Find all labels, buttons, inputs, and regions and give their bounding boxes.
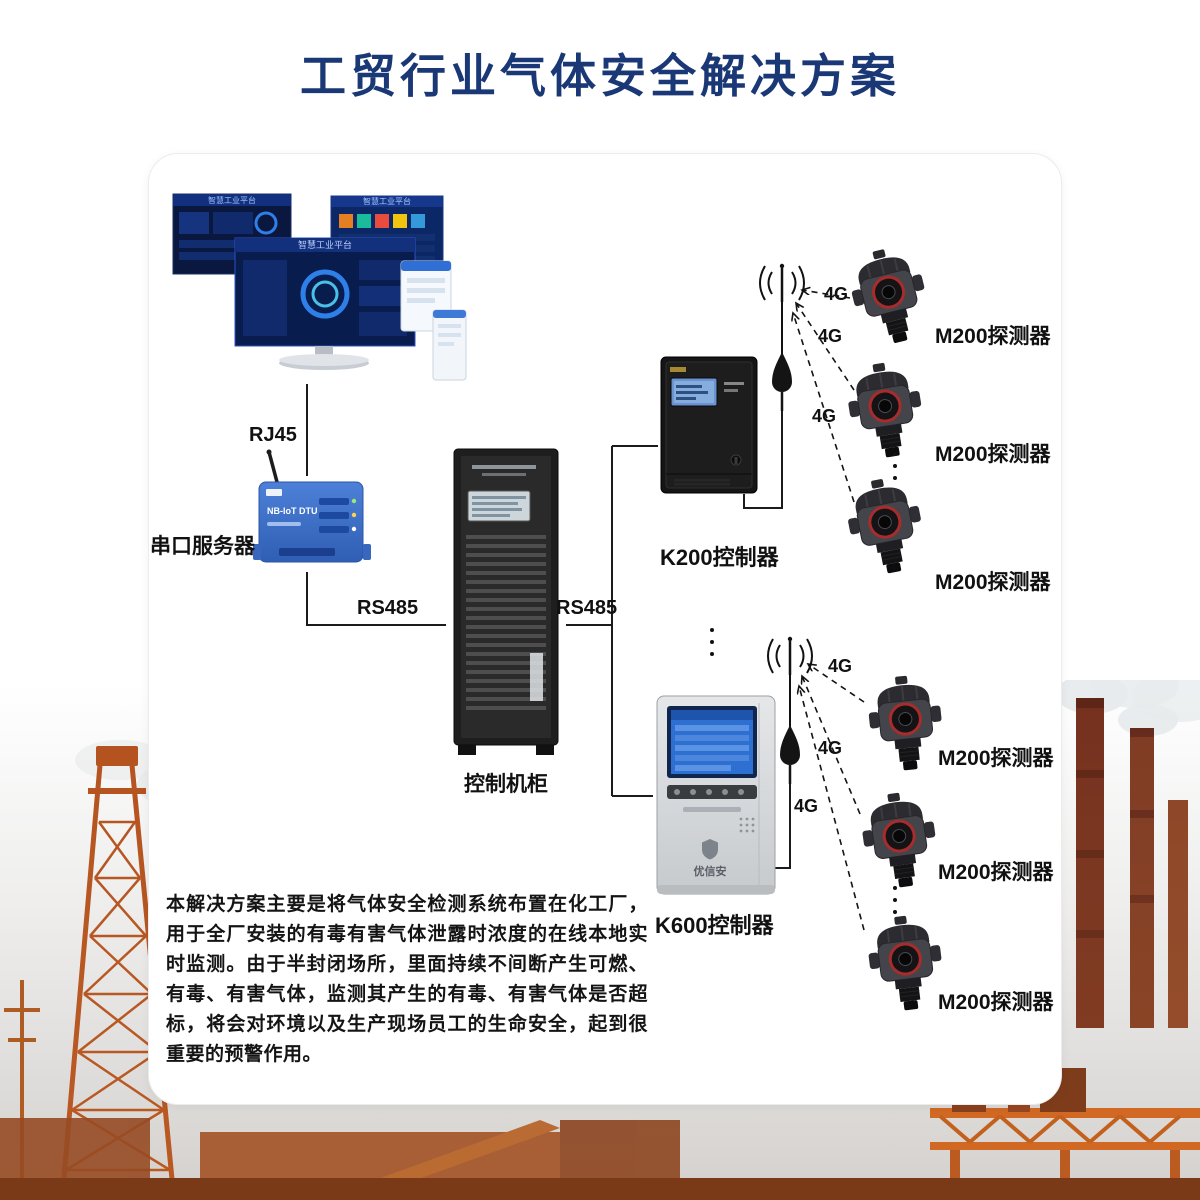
wired-links [306,384,791,869]
rs485-label: RS485 [556,597,618,619]
m200-detector-device [841,356,931,464]
m200-label: M200探测器 [935,571,1051,594]
cabinet-label: 控制机柜 [464,773,548,796]
solution-description: 本解决方案主要是将气体安全检测系统布置在化工厂，用于全厂安装的有毒有害气体泄露时… [166,894,648,1065]
antenna-icon [767,636,813,784]
k600-controller-device: 优信安 [656,695,776,895]
screen-title: 智慧工业平台 [208,195,256,205]
antenna-stub-icon [266,449,279,484]
device-model-text: NB-IoT DTU [267,506,318,516]
serial-server-device: NB-IoT DTU [253,449,371,563]
speaker-grid [739,817,755,833]
4g-label: 4G [828,656,853,676]
4g-label: 4G [824,284,849,304]
m200-detector-device [856,786,944,894]
m200-label: M200探测器 [935,443,1051,466]
rs485-label: RS485 [357,597,419,619]
serial-server-label: 串口服务器 [150,535,255,558]
4g-label: 4G [818,326,843,346]
wireless-4g-arrows [793,290,865,931]
antenna-icon [759,263,805,411]
4g-label: 4G [818,738,843,758]
monitor-stand [279,346,369,370]
floating-panels [400,260,467,381]
page-title: 工贸行业气体安全解决方案 [300,51,900,102]
monitoring-platform-screens: 智慧工业平台 智慧工业平台 智慧工业平台 [172,193,467,381]
m200-label: M200探测器 [938,861,1054,884]
k200-controller-device [660,356,758,494]
m200-label: M200探测器 [938,991,1054,1014]
screen-title: 智慧工业平台 [298,239,352,250]
ellipsis-dots [893,452,897,480]
brand-logo: 优信安 [694,839,727,878]
control-cabinet-device [453,448,559,755]
m200-label: M200探测器 [938,747,1054,770]
k600-screen [667,706,757,778]
k600-label: K600控制器 [655,913,774,938]
m200-label: M200探测器 [935,325,1051,348]
ellipsis-dots [710,628,714,656]
k200-label: K200控制器 [660,545,779,570]
4g-label: 4G [812,406,837,426]
brand-text: 优信安 [694,864,727,878]
screen-title: 智慧工业平台 [363,196,411,206]
ellipsis-dots [893,886,897,914]
k200-screen [670,377,718,407]
k600-buttons [667,785,757,799]
screen-main: 智慧工业平台 [234,237,416,347]
4g-label: 4G [794,796,819,816]
rj45-label: RJ45 [249,424,297,446]
